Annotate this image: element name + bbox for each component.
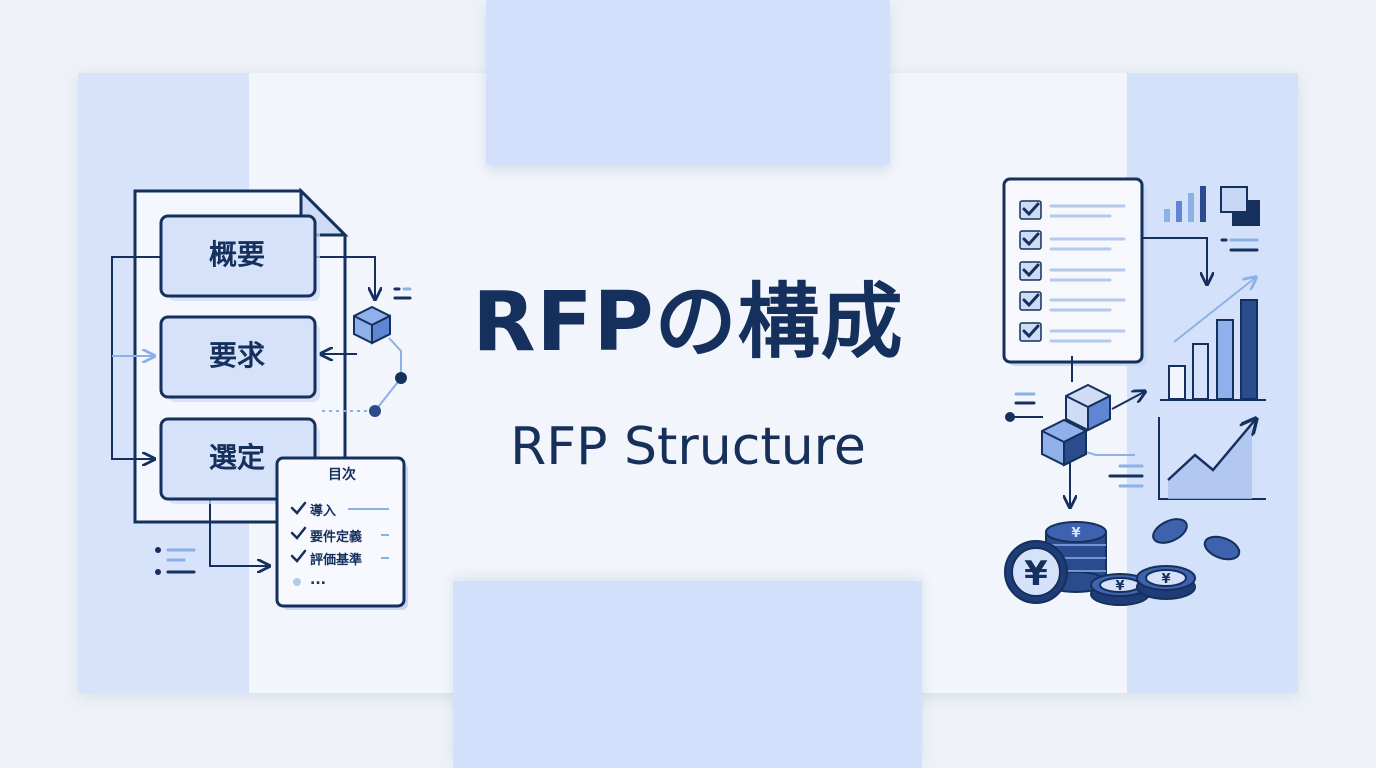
yen-symbol: ¥ xyxy=(1071,526,1080,541)
toc-lines xyxy=(348,508,389,559)
dash-marks xyxy=(155,287,412,574)
toc-item: 評価基準 xyxy=(310,553,363,568)
section-label-requirements: 要求 xyxy=(208,339,265,372)
coin-large xyxy=(1004,540,1068,604)
toc-card xyxy=(275,456,408,610)
toc-item: 導入 xyxy=(310,504,337,519)
section-box-2 xyxy=(159,315,320,402)
bottom-panel xyxy=(453,581,922,768)
section-label-selection: 選定 xyxy=(208,441,265,474)
yen-symbol: ¥ xyxy=(1115,579,1124,594)
node-dot xyxy=(395,372,407,384)
toc-title: 目次 xyxy=(328,467,356,483)
toc-bullet xyxy=(293,578,301,586)
node-dot xyxy=(369,405,381,417)
mini-bar-icon xyxy=(1164,186,1206,222)
section-box-1 xyxy=(159,214,320,301)
toc-check-icons xyxy=(290,501,307,563)
toc-more: ... xyxy=(310,572,326,588)
yen-symbol: ¥ xyxy=(1024,554,1048,594)
blocks-icon xyxy=(1041,383,1111,467)
squares-icon xyxy=(1220,186,1260,226)
yen-symbol: ¥ xyxy=(1161,572,1170,587)
section-label-overview: 概要 xyxy=(208,238,265,271)
trend-up-icon xyxy=(1158,417,1266,500)
top-panel xyxy=(486,0,890,165)
page-subtitle: RFP Structure xyxy=(510,417,866,477)
bar-chart-icon xyxy=(1160,278,1266,401)
coin-stack-icon: ¥ ¥ ¥ ¥ xyxy=(1004,518,1241,606)
toc-item: 要件定義 xyxy=(310,530,363,545)
cube-icon xyxy=(353,305,391,345)
checklist-icon xyxy=(1002,177,1147,366)
page-title: RFPの構成 xyxy=(472,275,904,370)
